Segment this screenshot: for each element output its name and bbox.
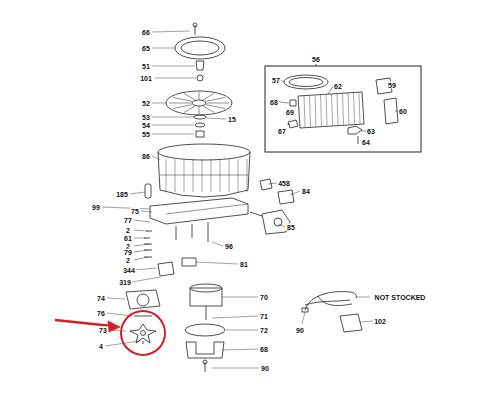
top-parts bbox=[166, 23, 232, 115]
callout-number: 15 bbox=[227, 116, 237, 123]
callout-number: 2 bbox=[125, 227, 131, 234]
callout-number: 68 bbox=[259, 346, 269, 353]
callout-number: 101 bbox=[139, 75, 153, 82]
callout-number: 85 bbox=[286, 224, 296, 231]
tub bbox=[158, 144, 250, 197]
callout-number: 71 bbox=[259, 313, 269, 320]
callout-number: 4 bbox=[98, 343, 104, 350]
callout-number: 74 bbox=[96, 295, 106, 302]
callout-number: 67 bbox=[277, 128, 287, 135]
callout-number: 53 bbox=[141, 114, 151, 121]
callout-number: 62 bbox=[333, 83, 343, 90]
callout-number: 70 bbox=[259, 294, 269, 301]
callout-number: 56 bbox=[311, 56, 321, 63]
callout-number: 79 bbox=[123, 249, 133, 256]
callout-number: 75 bbox=[130, 208, 140, 215]
note-text: NOT STOCKED bbox=[374, 294, 427, 301]
callout-number: 64 bbox=[361, 139, 371, 146]
callout-number: 86 bbox=[141, 153, 151, 160]
callout-number: 63 bbox=[366, 128, 376, 135]
wire-harness bbox=[302, 292, 362, 332]
callout-number: 319 bbox=[118, 279, 132, 286]
callout-number: 90 bbox=[295, 327, 305, 334]
callout-number: 96 bbox=[224, 243, 234, 250]
callout-number: 66 bbox=[141, 29, 151, 36]
leader-lines bbox=[102, 31, 374, 368]
callout-number: 73 bbox=[98, 327, 108, 334]
callout-number: 72 bbox=[259, 327, 269, 334]
washers bbox=[194, 115, 206, 137]
callout-number: 90 bbox=[260, 365, 270, 372]
callout-number: 76 bbox=[96, 310, 106, 317]
callout-number: 81 bbox=[239, 261, 249, 268]
callout-number: 69 bbox=[285, 109, 295, 116]
base-plate bbox=[144, 198, 290, 276]
callout-number: 54 bbox=[141, 122, 151, 129]
callout-number: 185 bbox=[115, 191, 129, 198]
callout-number: 60 bbox=[398, 108, 408, 115]
callout-number: 51 bbox=[141, 63, 151, 70]
highlight-circle bbox=[121, 311, 165, 355]
callout-number: 77 bbox=[123, 217, 133, 224]
callout-number: 57 bbox=[271, 77, 281, 84]
drive-parts bbox=[126, 284, 225, 372]
callout-number: 2 bbox=[125, 257, 131, 264]
callout-number: 52 bbox=[141, 100, 151, 107]
callout-number: 55 bbox=[141, 131, 151, 138]
callout-number: 61 bbox=[123, 235, 133, 242]
callout-number: 102 bbox=[373, 318, 387, 325]
callout-number: 84 bbox=[301, 188, 311, 195]
callout-number: 99 bbox=[91, 204, 101, 211]
callout-number: 65 bbox=[141, 45, 151, 52]
inset-box bbox=[265, 64, 421, 152]
callout-number: 68 bbox=[269, 99, 279, 106]
callout-number: 59 bbox=[387, 82, 397, 89]
callout-number: 344 bbox=[122, 267, 136, 274]
callout-number: 458 bbox=[277, 180, 291, 187]
